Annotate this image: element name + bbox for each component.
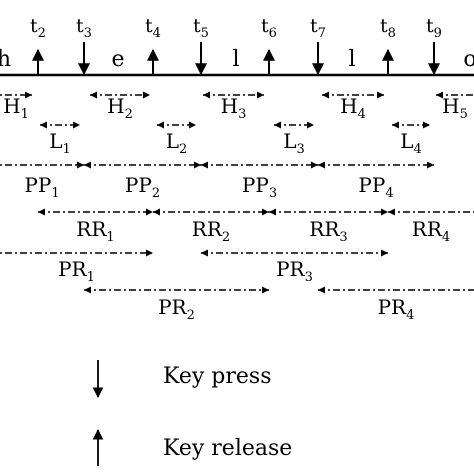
legend-key-press-label: Key press bbox=[163, 364, 272, 389]
letter-1: e bbox=[111, 47, 124, 72]
interval-label-PP3: PP3 bbox=[242, 173, 277, 201]
interval-label-L4: L4 bbox=[400, 129, 422, 157]
time-label-t6: t6 bbox=[261, 15, 277, 41]
interval-label-PP1: PP1 bbox=[24, 173, 59, 201]
interval-label-PR2: PR2 bbox=[158, 295, 195, 323]
time-label-t5: t5 bbox=[193, 15, 209, 41]
interval-label-RR4: RR4 bbox=[412, 217, 450, 245]
interval-label-PP4: PP4 bbox=[358, 173, 393, 201]
interval-label-H1: H1 bbox=[3, 94, 29, 122]
interval-label-L3: L3 bbox=[283, 129, 305, 157]
time-label-t4: t4 bbox=[145, 15, 161, 41]
time-label-t8: t8 bbox=[380, 15, 396, 41]
legend-key-release-label: Key release bbox=[163, 436, 292, 461]
interval-label-RR3: RR3 bbox=[309, 217, 347, 245]
interval-label-L2: L2 bbox=[166, 129, 188, 157]
interval-label-L1: L1 bbox=[49, 129, 71, 157]
time-label-t7: t7 bbox=[310, 15, 326, 41]
interval-label-H4: H4 bbox=[340, 94, 366, 122]
letter-4: o bbox=[463, 47, 474, 72]
time-label-t3: t3 bbox=[76, 15, 92, 41]
letter-2: l bbox=[232, 47, 239, 72]
interval-label-RR2: RR2 bbox=[192, 217, 230, 245]
interval-label-PR1: PR1 bbox=[58, 257, 95, 285]
interval-label-PR4: PR4 bbox=[378, 295, 415, 323]
time-markers: t2 t3 t4 t5 t6 t7 t8 t9 bbox=[30, 15, 442, 76]
time-label-t9: t9 bbox=[426, 15, 442, 41]
interval-label-PR3: PR3 bbox=[276, 257, 313, 285]
interval-label-H3: H3 bbox=[221, 94, 247, 122]
interval-label-RR1: RR1 bbox=[76, 217, 114, 245]
time-label-t2: t2 bbox=[30, 15, 46, 41]
interval-label-H5: H5 bbox=[442, 94, 468, 122]
interval-label-PP2: PP2 bbox=[125, 173, 160, 201]
letter-3: l bbox=[348, 47, 355, 72]
letter-0: h bbox=[0, 47, 11, 72]
interval-label-H2: H2 bbox=[107, 94, 133, 122]
legend: Key press Key release bbox=[92, 360, 292, 466]
